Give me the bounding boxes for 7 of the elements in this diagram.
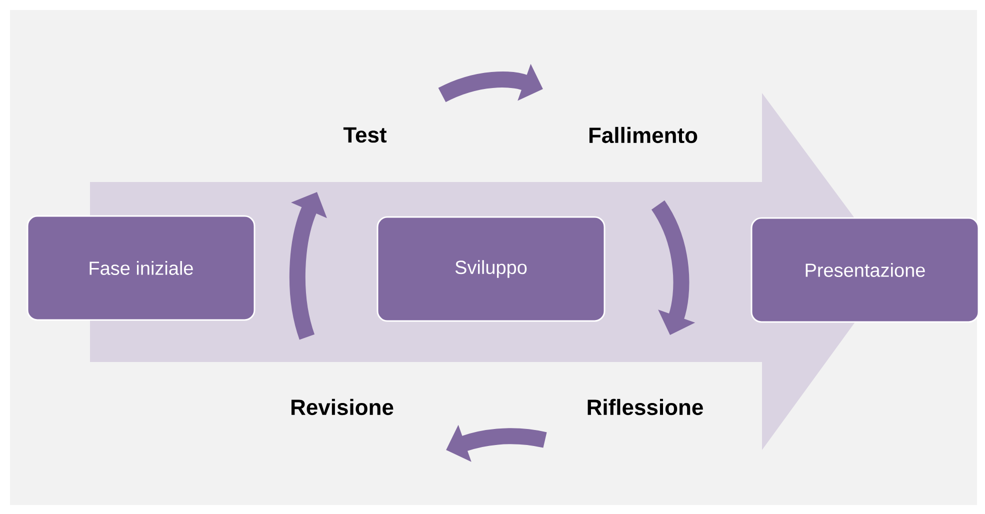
stage-label: Test xyxy=(343,127,387,143)
process-box: Fase iniziale xyxy=(26,215,256,321)
stage-label: Revisione xyxy=(292,398,394,416)
process-box: Presentazione xyxy=(750,217,980,323)
process-box: Sviluppo xyxy=(376,216,606,322)
stage-label: Fallimento xyxy=(589,126,698,144)
stage-label: Riflessione xyxy=(588,398,703,416)
